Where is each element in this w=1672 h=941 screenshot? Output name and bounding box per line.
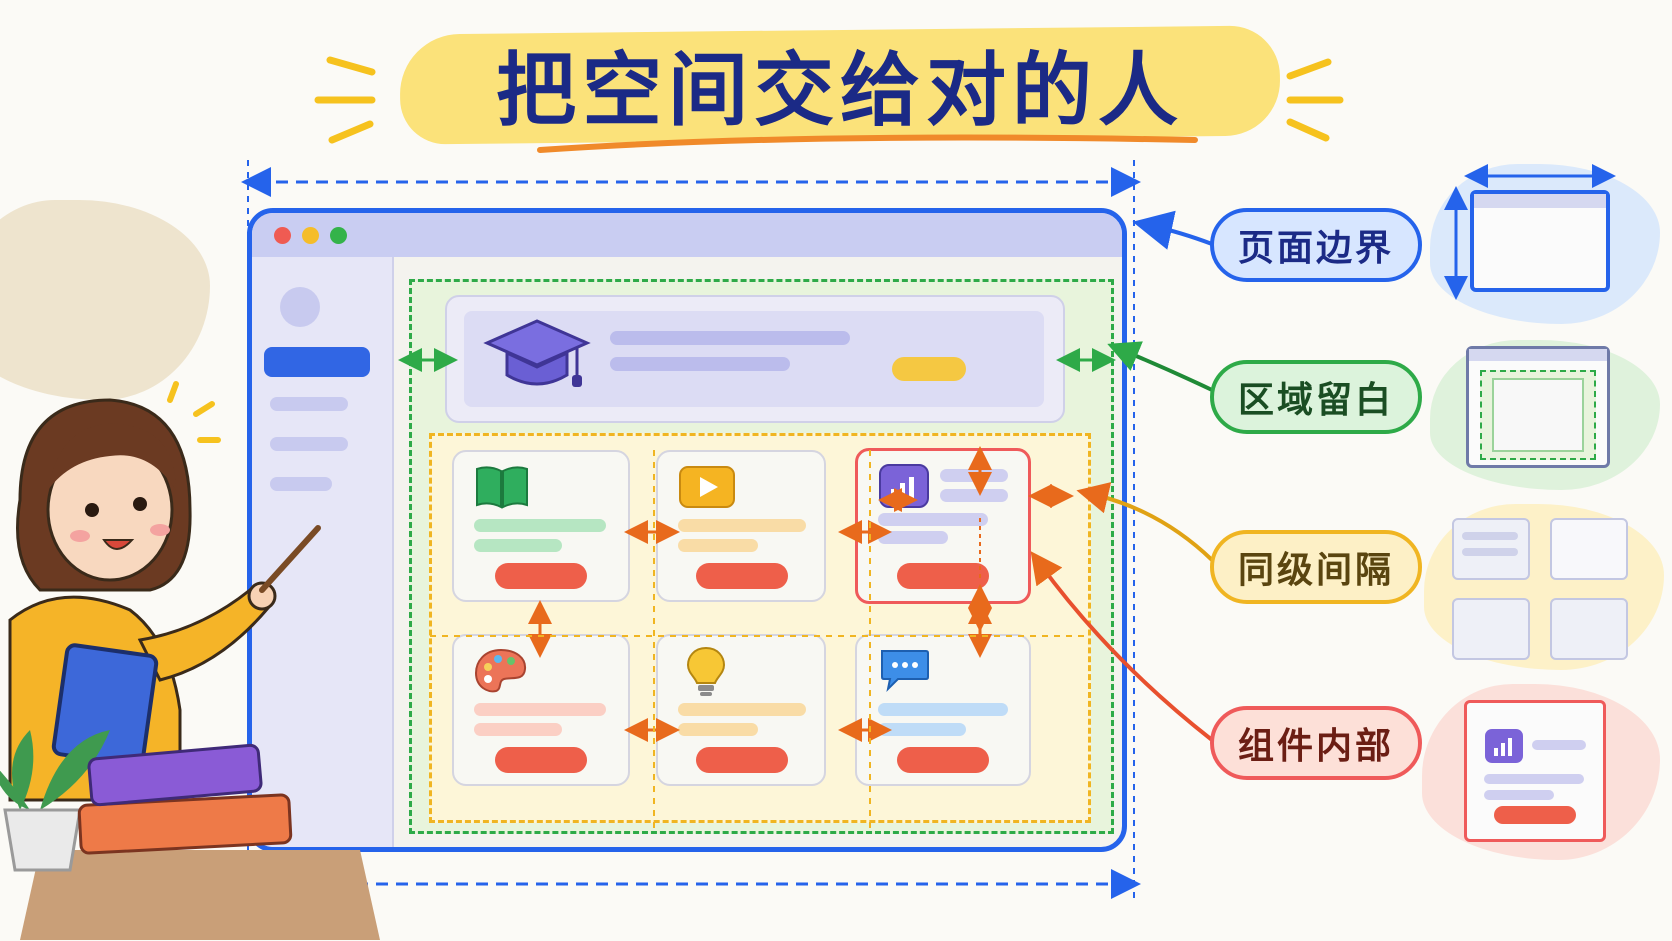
graduation-cap-icon <box>483 319 591 387</box>
card-text-line <box>878 513 988 526</box>
label-component-inner: 组件内部 <box>1210 706 1422 780</box>
label-sibling-spacing: 同级间隔 <box>1210 530 1422 604</box>
book-icon <box>476 466 528 509</box>
palette-icon <box>474 648 527 693</box>
card-text-line <box>474 703 606 716</box>
card-text-line <box>878 531 948 544</box>
chat-icon <box>881 650 929 693</box>
sidebar-item <box>270 437 348 451</box>
thumb-line <box>1462 532 1518 540</box>
thumb-inner-box <box>1492 378 1584 452</box>
maximize-dot-icon <box>330 227 347 244</box>
label-area-whitespace: 区域留白 <box>1210 360 1422 434</box>
card-button <box>897 747 989 773</box>
window-titlebar <box>252 213 1122 257</box>
page-title: 把空间交给对的人 <box>496 44 1184 137</box>
banner-text-line <box>610 331 850 345</box>
thumb-titlebar <box>1469 349 1607 361</box>
thumb-titlebar <box>1474 194 1606 208</box>
card-text-line <box>474 539 562 552</box>
background-brush <box>0 200 210 400</box>
card-text-line <box>678 723 758 736</box>
card-text-line <box>678 703 806 716</box>
card-button <box>495 563 587 589</box>
sidebar-item <box>270 477 332 491</box>
label-page-boundary: 页面边界 <box>1210 208 1422 282</box>
play-icon <box>679 466 735 508</box>
card-button <box>696 747 788 773</box>
thumb-line <box>1484 790 1554 800</box>
card-text-line <box>474 723 562 736</box>
thumb-button <box>1494 806 1576 824</box>
close-dot-icon <box>274 227 291 244</box>
minimize-dot-icon <box>302 227 319 244</box>
chart-icon <box>1485 729 1523 763</box>
thumb-line <box>1462 548 1518 556</box>
card-button <box>696 563 788 589</box>
sidebar <box>252 257 394 847</box>
banner-button <box>892 357 966 381</box>
avatar <box>280 287 320 327</box>
lightbulb-icon <box>686 646 726 696</box>
card-text-line <box>678 539 758 552</box>
sidebar-item-active <box>264 347 370 377</box>
teacher-illustration <box>0 381 380 940</box>
thumb-line <box>1532 740 1586 750</box>
thumb-grid-card <box>1550 598 1628 660</box>
card-text-line <box>678 519 806 532</box>
card-button <box>495 747 587 773</box>
sidebar-item <box>270 397 348 411</box>
card-text-line <box>878 723 966 736</box>
thumb-grid-card <box>1550 518 1628 580</box>
card-text-line <box>878 703 1008 716</box>
card-text-line <box>474 519 606 532</box>
banner-text-line <box>610 357 790 371</box>
thumb-grid-card <box>1452 598 1530 660</box>
thumb-line <box>1484 774 1584 784</box>
